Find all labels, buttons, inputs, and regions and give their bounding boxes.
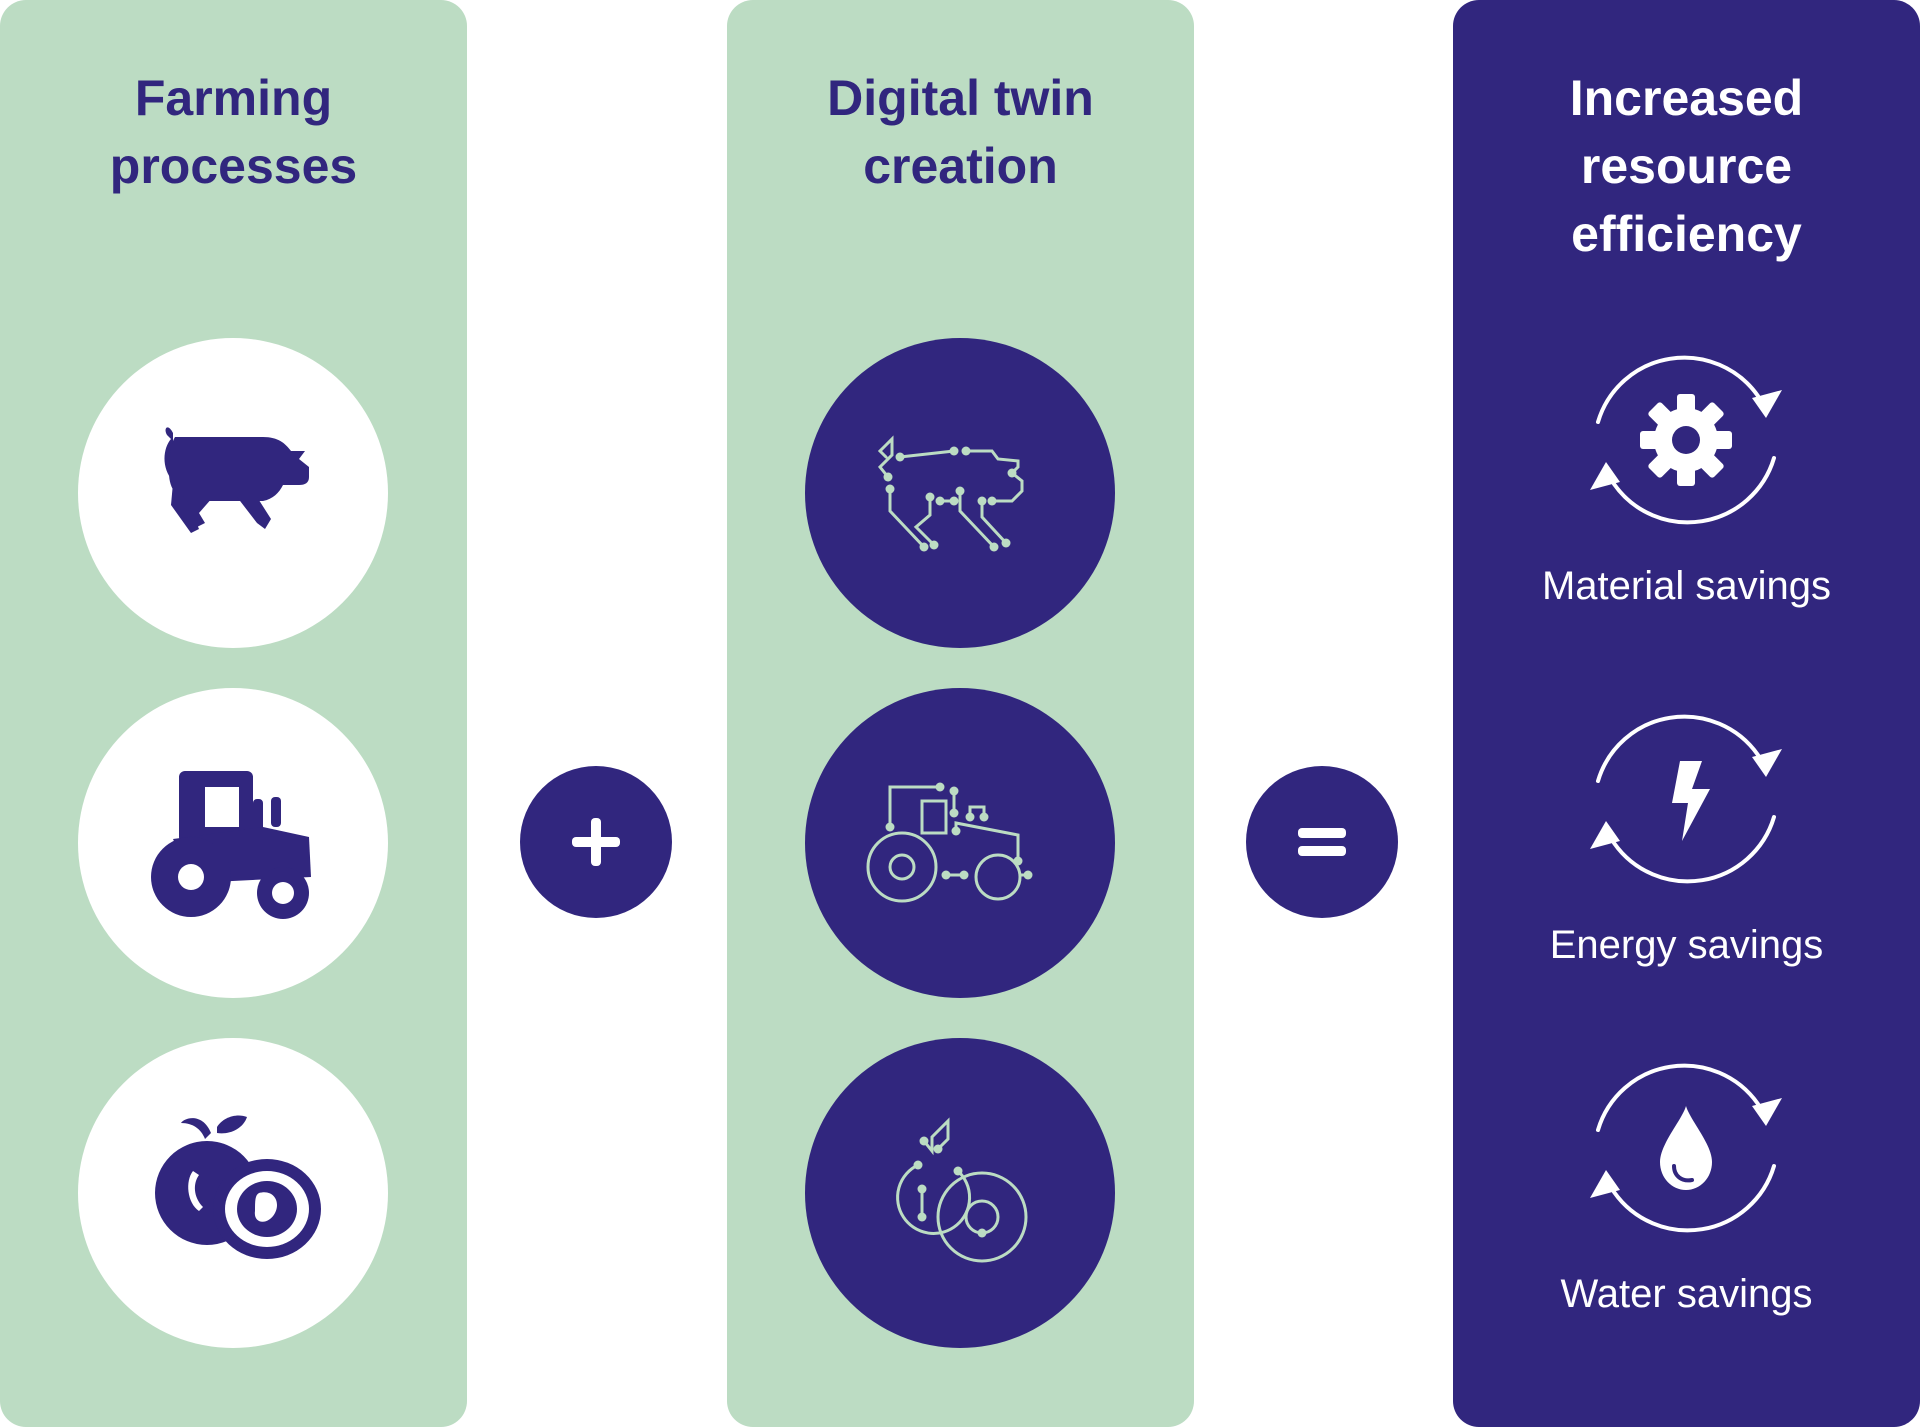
- recycle-arrows-icon: [1590, 1063, 1782, 1233]
- digital-twin-title: Digital twin creation: [827, 70, 1094, 194]
- pig-icon: [164, 427, 309, 533]
- resource-efficiency-panel: Increased resource efficiency: [1453, 0, 1920, 1427]
- material-savings-label: Material savings: [1541, 564, 1831, 608]
- energy-savings-label: Energy savings: [1549, 923, 1824, 967]
- circuit-fruit-circle: [805, 1038, 1115, 1348]
- water-drop-icon: [1660, 1106, 1712, 1190]
- tractor-icon: [151, 771, 311, 919]
- water-savings-label: Water savings: [1560, 1272, 1813, 1316]
- recycle-arrows-icon: [1590, 355, 1782, 525]
- equals-operator: [1246, 766, 1398, 918]
- lightning-icon: [1672, 761, 1710, 841]
- tractor-circle: [78, 688, 388, 998]
- energy-savings-item: Energy savings: [1453, 699, 1920, 999]
- recycle-arrows-icon: [1590, 714, 1782, 884]
- pig-circle: [78, 338, 388, 648]
- farming-processes-panel: Farming processes: [0, 0, 467, 1427]
- circuit-fruit-icon: [896, 1117, 1028, 1263]
- circuit-pig-circle: [805, 338, 1115, 648]
- resource-efficiency-title: Increased resource efficiency: [1569, 70, 1804, 262]
- fruit-icon: [155, 1115, 321, 1259]
- digital-twin-panel: Digital twin creation: [727, 0, 1194, 1427]
- circuit-tractor-icon: [866, 782, 1033, 903]
- farming-processes-title: Farming processes: [109, 70, 358, 194]
- plus-operator: [520, 766, 672, 918]
- fruit-circle: [78, 1038, 388, 1348]
- equals-icon: [1298, 828, 1346, 856]
- circuit-tractor-circle: [805, 688, 1115, 998]
- gear-icon: [1640, 394, 1732, 486]
- material-savings-item: Material savings: [1453, 340, 1920, 640]
- water-savings-item: Water savings: [1453, 1048, 1920, 1348]
- circuit-pig-icon: [877, 435, 1024, 552]
- plus-icon: [572, 818, 620, 866]
